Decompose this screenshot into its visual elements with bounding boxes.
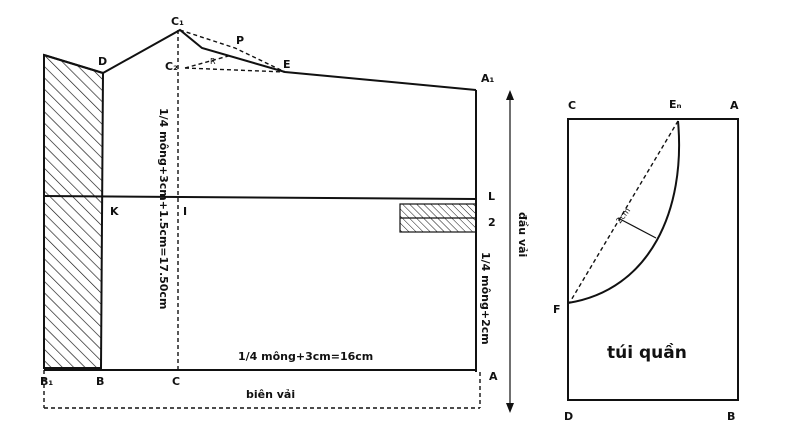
pocket-point-A: A (730, 99, 739, 112)
pocket-title: túi quần (607, 342, 687, 363)
pocket-point-D: D (564, 410, 573, 423)
pocket-point-B: B (727, 410, 735, 423)
point-2: 2 (488, 216, 496, 229)
point-A1: A₁ (481, 72, 495, 85)
dart-dashed-upper (179, 29, 286, 73)
pocket-rectangle (567, 118, 739, 401)
point-C1: C₁ (171, 15, 184, 28)
pocket-dashed-chord (569, 120, 679, 303)
arrow-head-down (506, 403, 514, 413)
trouser-front-pattern: C₁ P C₂ R D E A₁ L 2 K I B₁ B C A 1/4 mô… (40, 15, 529, 413)
point-B: B (96, 375, 104, 388)
point-D: D (98, 55, 107, 68)
pocket-pattern: C Eₙ A F D B 2cm túi quần (553, 98, 739, 423)
fabric-end-label: đầu vải (516, 212, 529, 257)
point-L: L (488, 190, 495, 203)
pocket-curve-label: 2cm (614, 206, 632, 225)
point-P: P (236, 34, 244, 47)
arrow-head-up (506, 90, 514, 100)
hip-line-KL (43, 195, 477, 200)
point-C2: C₂ (165, 60, 178, 73)
waist-outline (102, 28, 477, 91)
point-B1: B₁ (40, 375, 53, 388)
point-C: C (172, 375, 180, 388)
hatched-seam-allowance (43, 53, 105, 369)
right-measure-label: 1/4 mông+2cm (479, 252, 492, 345)
point-I: I (183, 205, 187, 218)
pocket-point-En: Eₙ (669, 98, 682, 111)
dart-dashed-lower (184, 67, 286, 73)
point-E: E (283, 58, 291, 71)
point-A: A (489, 370, 498, 383)
pocket-curve (567, 120, 680, 304)
pocket-point-F: F (553, 303, 561, 316)
vertical-measure-label: 1/4 mông+3cm+1.5cm=17.50cm (157, 108, 170, 309)
selvage-label: biên vải (246, 388, 295, 401)
horizontal-measure-label: 1/4 mông+3cm=16cm (238, 350, 373, 363)
crotch-extension-top (43, 54, 104, 74)
point-K: K (110, 205, 119, 218)
pocket-point-C: C (568, 99, 576, 112)
pocket-depth-line (617, 217, 657, 239)
point-R: R (210, 57, 216, 66)
dart-dashed-diag (184, 54, 233, 69)
